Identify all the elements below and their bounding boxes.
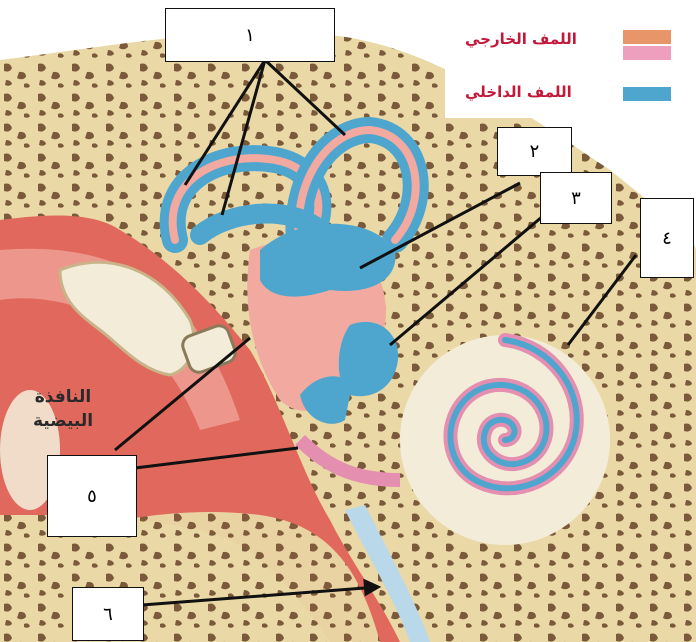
legend-perilymph-swatch-orange [623,30,671,44]
label-box-6: ٦ [72,587,144,641]
label-box-5: ٥ [47,455,137,537]
legend-endolymph-swatch [623,87,671,101]
legend-perilymph-label: اللمف الخارجي [465,30,577,48]
legend: اللمف الخارجي اللمف الداخلي [445,10,683,118]
label-box-1: ١ [165,8,335,62]
oval-window-line2: البيضية [8,409,118,433]
label-box-4: ٤ [640,198,694,278]
label-box-3: ٣ [540,172,612,224]
oval-window-label: النافذة البيضية [8,385,118,433]
legend-endolymph-label: اللمف الداخلي [465,83,572,101]
legend-perilymph-swatch-pink [623,46,671,60]
oval-window-line1: النافذة [8,385,118,409]
label-box-2: ٢ [497,127,572,176]
